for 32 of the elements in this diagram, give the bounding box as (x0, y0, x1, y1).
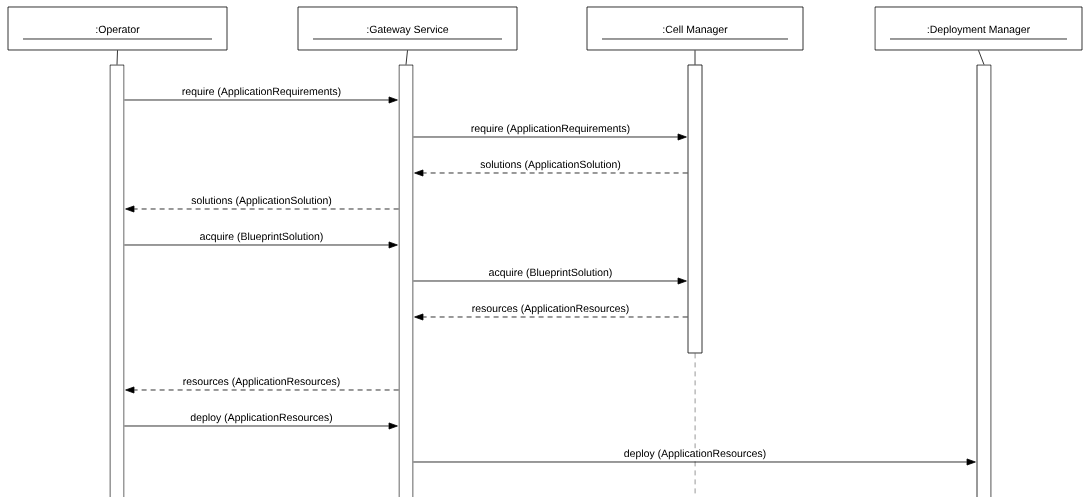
message-label: require (ApplicationRequirements) (469, 123, 632, 136)
lifeline (116, 50, 118, 65)
message-label: deploy (ApplicationResources) (189, 412, 334, 425)
object-box: :Deployment Manager (874, 6, 1083, 51)
activation-bar (398, 64, 414, 497)
message-label: deploy (ApplicationResources) (622, 448, 768, 461)
message-arrow (124, 96, 398, 104)
lifeline (978, 50, 985, 65)
message-label: acquire (BlueprintSolution) (198, 231, 325, 244)
message-arrow (413, 458, 976, 466)
message-label: solutions (ApplicationSolution) (190, 195, 333, 208)
activation-bar (109, 64, 125, 497)
lifeline (694, 50, 696, 65)
message-arrow (125, 386, 399, 394)
message-arrow (125, 205, 399, 213)
message-label: require (ApplicationRequirements) (180, 86, 343, 99)
lifeline (405, 50, 408, 65)
message-label: resources (ApplicationResources) (181, 376, 342, 389)
activation-bar (976, 64, 992, 497)
message-label: resources (ApplicationResources) (470, 303, 631, 316)
message-label: solutions (ApplicationSolution) (479, 159, 622, 172)
message-arrow (413, 277, 687, 285)
message-arrow (124, 422, 398, 430)
message-arrow (124, 241, 398, 249)
message-label: acquire (BlueprintSolution) (487, 267, 614, 280)
activation-bar (687, 64, 703, 354)
message-arrow (413, 133, 687, 141)
object-box: :Gateway Service (297, 6, 518, 51)
object-box: :Operator (7, 6, 228, 51)
object-box: :Cell Manager (586, 6, 804, 51)
message-arrow (414, 313, 688, 321)
message-arrow (414, 169, 688, 177)
